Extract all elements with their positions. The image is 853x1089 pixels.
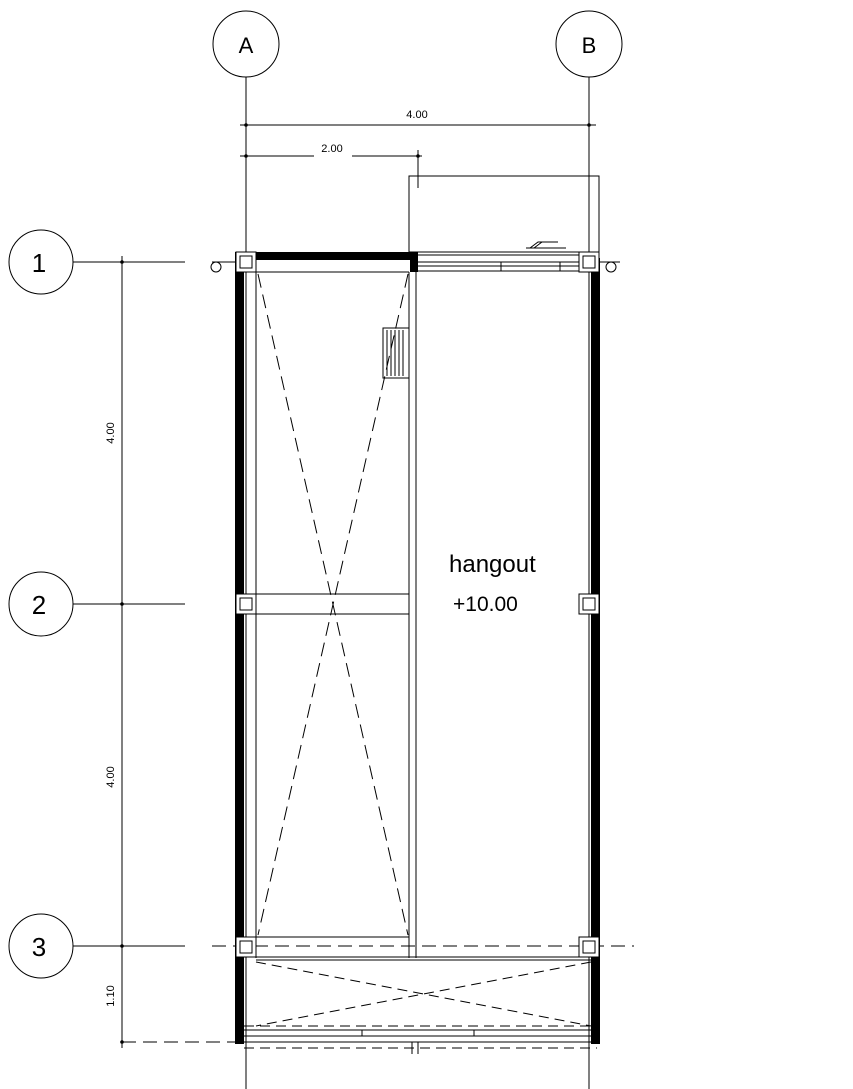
column-A1 [235,251,257,273]
grid-end-marker-left [210,261,222,273]
grid-lines [73,77,634,1089]
wall-top-left [235,252,418,260]
column-A3 [235,936,257,958]
grid-label-A: A [239,33,254,58]
ladder-icon [382,327,410,379]
dimension-top-partial-label: 2.00 [321,143,342,155]
dimension-top-overall-label: 4.00 [406,109,427,121]
projection-box [408,175,600,253]
dimension-top-partial: 2.00 [240,143,422,188]
grid-bubble-A: A [212,10,280,78]
dimension-side-1-2-label: 4.00 [105,422,117,443]
grid-bubble-B: B [555,10,623,78]
room-label: hangout +10.00 [449,551,536,616]
column-B2 [578,593,600,615]
room-name: hangout [449,551,536,578]
grid-label-3: 3 [32,932,46,962]
wall-left [235,252,244,1044]
dimension-top-overall: 4.00 [240,109,596,127]
grid-label-1: 1 [32,248,46,278]
grid-bubble-3: 3 [8,913,74,979]
column-A2 [235,593,257,615]
grid-end-marker-right [605,261,617,273]
grid-bubble-2: 2 [8,571,74,637]
dimension-side: 4.00 4.00 1.10 [105,256,240,1048]
wall-right [591,258,600,1044]
dimension-side-2-3-label: 4.00 [105,766,117,787]
dimension-side-3-end-label: 1.10 [105,985,117,1006]
void-area [255,271,417,958]
column-B1 [578,251,600,273]
window-top [418,254,590,272]
grid-label-B: B [582,33,597,58]
room-level: +10.00 [453,593,518,616]
grid-label-2: 2 [32,590,46,620]
walls [235,252,600,1044]
structural-columns [235,251,600,958]
balcony-area [244,956,597,1054]
column-B3 [578,936,600,958]
grid-bubble-1: 1 [8,229,74,295]
